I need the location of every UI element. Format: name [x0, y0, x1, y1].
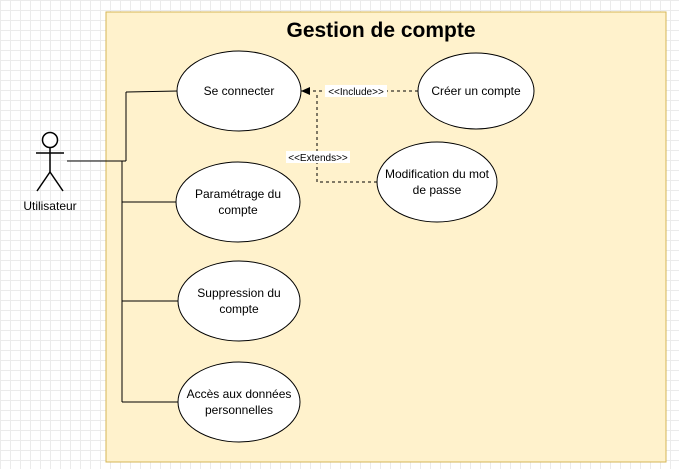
use-case-se-connecter[interactable]: Se connecter [176, 50, 302, 132]
use-case-creer-compte[interactable]: Créer un compte [417, 52, 535, 130]
actor-associations [67, 90, 179, 403]
use-case-acces-donnees-personnelles[interactable]: Accès aux données personnelles [177, 361, 301, 443]
actor-stick-figure-icon[interactable] [36, 131, 64, 192]
include-label: <<Include>> [328, 87, 384, 98]
extends-label-bg [286, 151, 350, 163]
extends-label: <<Extends>> [288, 153, 348, 164]
extends-connector [316, 92, 377, 183]
use-case-label: Se connecter [204, 84, 275, 98]
use-case-parametrage-compte[interactable]: Paramétrage du compte [175, 161, 301, 243]
use-case-label-line-2: personnelles [205, 403, 273, 417]
include-label-bg [325, 85, 387, 97]
actor-label: Utilisateur [23, 199, 76, 213]
system-title: Gestion de compte [286, 19, 475, 42]
use-case-label-line-2: de passe [413, 183, 462, 197]
use-case-label-line-2: compte [218, 203, 258, 217]
use-case-label-line-1: Modification du mot [385, 167, 490, 181]
use-case-suppression-compte[interactable]: Suppression du compte [177, 260, 301, 342]
use-case-label-line-1: Suppression du [197, 286, 280, 300]
use-case-label: Créer un compte [431, 84, 521, 98]
use-case-modification-mot-de-passe[interactable]: Modification du mot de passe [376, 141, 498, 223]
use-case-label-line-1: Accès aux données [187, 387, 292, 401]
use-case-label-line-1: Paramétrage du [195, 187, 281, 201]
use-case-label-line-2: compte [219, 302, 259, 316]
